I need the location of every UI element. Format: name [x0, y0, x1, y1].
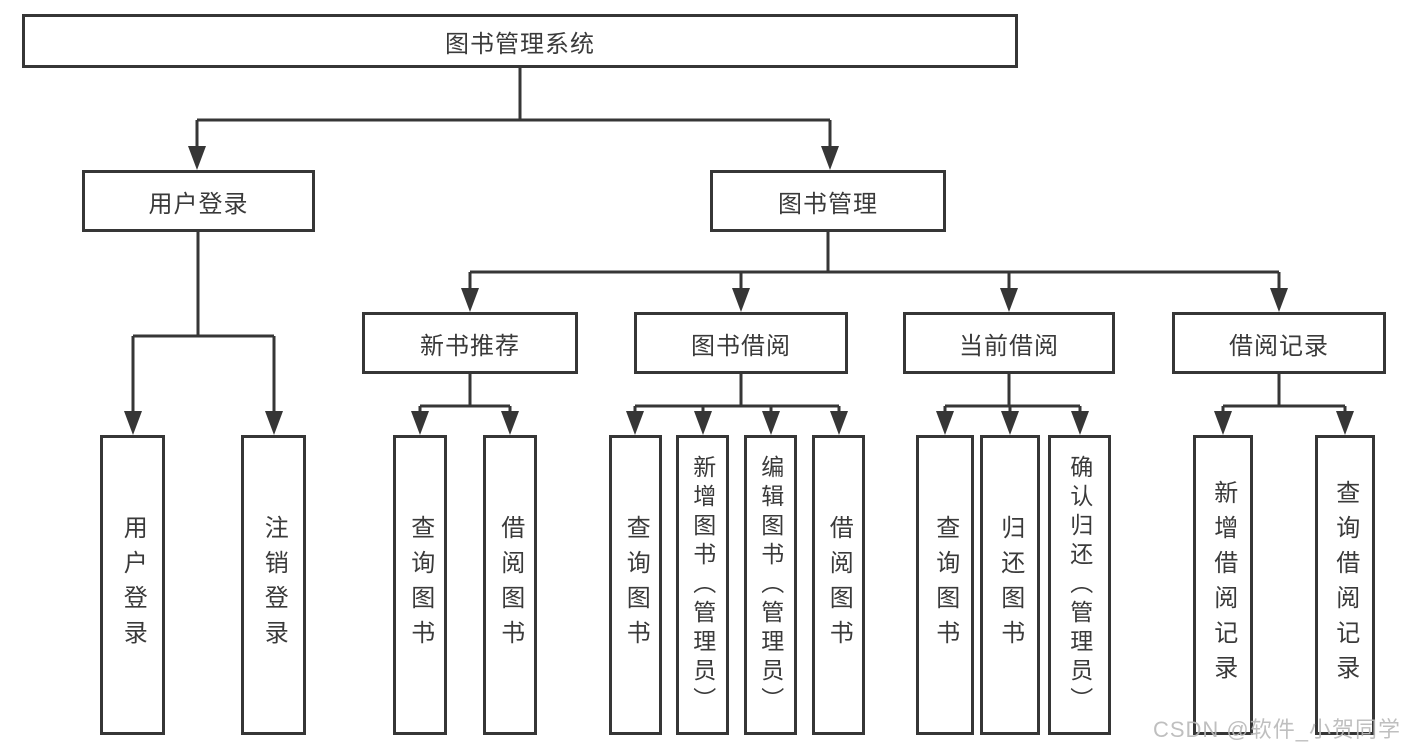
leaf-rec-borrow-books: 借阅图书 [483, 435, 537, 735]
leaf-rec-borrow-books-label: 借阅图书 [496, 515, 524, 655]
leaf-current-query-books: 查询图书 [916, 435, 974, 735]
leaf-query-borrow-record-label: 查询借阅记录 [1331, 480, 1359, 690]
leaf-rec-query-books: 查询图书 [393, 435, 447, 735]
leaf-add-borrow-record-label: 新增借阅记录 [1209, 480, 1237, 690]
node-book-management: 图书管理 [710, 170, 946, 232]
leaf-add-books-admin-label: 新增图书（管理员） [689, 454, 716, 716]
csdn-watermark: CSDN @软件_小贺同学 [1152, 717, 1401, 742]
leaf-query-borrow-record: 查询借阅记录 [1315, 435, 1375, 735]
leaf-edit-books-admin: 编辑图书（管理员） [744, 435, 797, 735]
node-book-borrowing: 图书借阅 [634, 312, 848, 374]
node-current-borrowing-label: 当前借阅 [959, 332, 1059, 360]
node-current-borrowing: 当前借阅 [903, 312, 1115, 374]
node-new-book-recommend: 新书推荐 [362, 312, 578, 374]
leaf-user-login: 用户登录 [100, 435, 165, 735]
leaf-rec-query-books-label: 查询图书 [406, 515, 434, 655]
leaf-borrowing-borrow-books-label: 借阅图书 [825, 515, 853, 655]
node-book-borrowing-label: 图书借阅 [691, 332, 791, 360]
leaf-borrowing-borrow-books: 借阅图书 [812, 435, 865, 735]
leaf-borrowing-query-books-label: 查询图书 [622, 515, 650, 655]
node-user-login: 用户登录 [82, 170, 315, 232]
leaf-confirm-return-admin-label: 确认归还（管理员） [1066, 454, 1093, 716]
leaf-add-books-admin: 新增图书（管理员） [676, 435, 729, 735]
leaf-confirm-return-admin: 确认归还（管理员） [1048, 435, 1111, 735]
node-root-system: 图书管理系统 [22, 14, 1018, 68]
node-borrow-records: 借阅记录 [1172, 312, 1386, 374]
node-root-system-label: 图书管理系统 [445, 30, 595, 58]
node-new-book-recommend-label: 新书推荐 [420, 332, 520, 360]
leaf-logout-label: 注销登录 [260, 515, 288, 655]
leaf-borrowing-query-books: 查询图书 [609, 435, 662, 735]
leaf-current-query-books-label: 查询图书 [931, 515, 959, 655]
leaf-user-login-label: 用户登录 [119, 515, 147, 655]
leaf-return-books-label: 归还图书 [996, 515, 1024, 655]
leaf-add-borrow-record: 新增借阅记录 [1193, 435, 1253, 735]
node-user-login-label: 用户登录 [148, 190, 249, 218]
node-borrow-records-label: 借阅记录 [1229, 332, 1329, 360]
leaf-return-books: 归还图书 [980, 435, 1040, 735]
leaf-edit-books-admin-label: 编辑图书（管理员） [757, 454, 784, 716]
leaf-logout: 注销登录 [241, 435, 306, 735]
node-book-management-label: 图书管理 [778, 190, 878, 218]
